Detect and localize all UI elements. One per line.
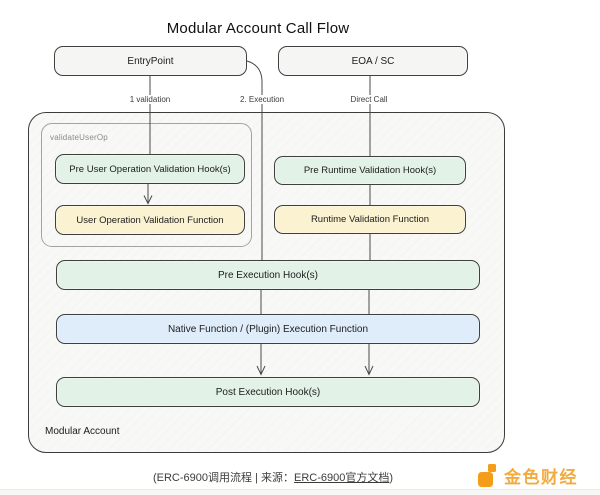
edge-label-validation: 1 validation (126, 95, 174, 104)
jinse-finance-logo: 金色财经 (477, 461, 578, 489)
node-pre-userop-validation-hooks: Pre User Operation Validation Hook(s) (55, 154, 245, 184)
caption: (ERC-6900调用流程 | 来源：ERC-6900官方文档) (28, 469, 518, 485)
caption-suffix: ) (389, 472, 394, 484)
node-native-plugin-execution-function: Native Function / (Plugin) Execution Fun… (56, 314, 480, 344)
node-userop-validation-function: User Operation Validation Function (55, 205, 245, 235)
jinse-logo-icon (477, 463, 501, 488)
node-entrypoint: EntryPoint (54, 46, 247, 76)
node-post-execution-hooks: Post Execution Hook(s) (56, 377, 480, 407)
page-title: Modular Account Call Flow (166, 20, 350, 37)
caption-source-link[interactable]: ERC-6900官方文档 (293, 472, 390, 484)
node-runtime-validation-function: Runtime Validation Function (274, 205, 466, 234)
logo-square-small (488, 463, 496, 472)
node-pre-execution-hooks: Pre Execution Hook(s) (56, 260, 480, 290)
node-pre-runtime-validation-hooks: Pre Runtime Validation Hook(s) (274, 156, 466, 185)
window-bottom-edge (0, 489, 600, 495)
edge-label-direct-call: Direct Call (347, 95, 391, 104)
validate-userop-group-label: validateUserOp (50, 133, 108, 142)
node-eoa-sc: EOA / SC (278, 46, 468, 76)
modular-account-label: Modular Account (45, 426, 120, 437)
edge-label-execution: 2. Execution (236, 95, 288, 104)
logo-square-big (478, 471, 493, 487)
jinse-logo-text: 金色财经 (504, 467, 578, 487)
caption-prefix: (ERC-6900调用流程 | 来源： (152, 472, 294, 484)
